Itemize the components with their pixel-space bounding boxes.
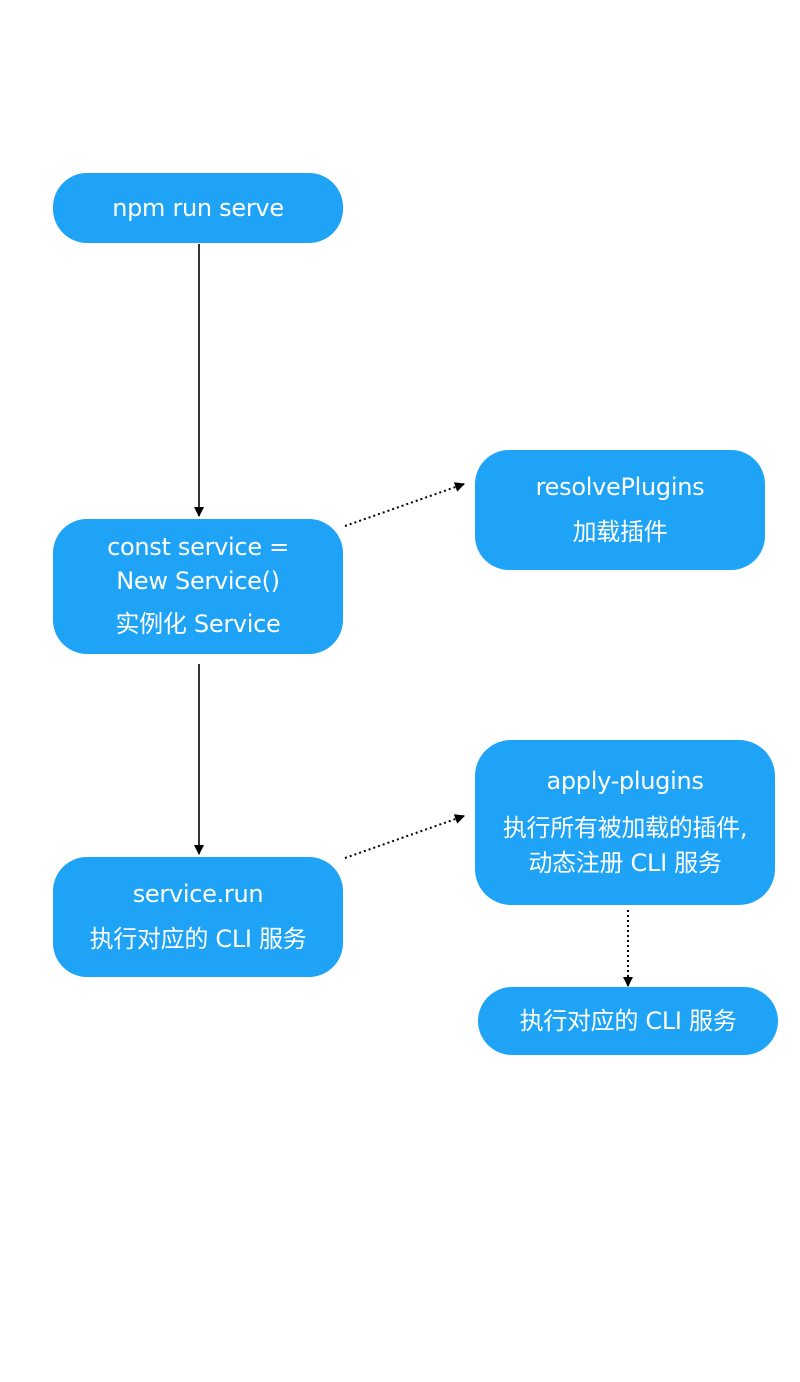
edge-run-to-apply-plugins: [344, 814, 465, 859]
node-label-desc-2: 动态注册 CLI 服务: [528, 848, 722, 877]
node-label-desc: 执行对应的 CLI 服务: [89, 925, 307, 953]
node-label-code: service.run: [132, 880, 264, 909]
node-run-cli-service: 执行对应的 CLI 服务: [478, 987, 778, 1055]
node-label-desc-1: 执行所有被加载的插件,: [502, 814, 748, 843]
node-label-code-2: New Service(): [116, 566, 280, 595]
node-label: 执行对应的 CLI 服务: [519, 1006, 737, 1035]
node-label-desc: 加载插件: [572, 518, 668, 546]
node-service-run: service.run 执行对应的 CLI 服务: [53, 857, 343, 977]
edge-service-to-resolve-plugins: [344, 482, 465, 527]
node-label-desc: 实例化 Service: [115, 610, 281, 639]
node-npm-run-serve: npm run serve: [53, 173, 343, 243]
node-resolve-plugins: resolvePlugins 加载插件: [475, 450, 765, 570]
node-apply-plugins: apply-plugins 执行所有被加载的插件, 动态注册 CLI 服务: [475, 740, 775, 905]
node-label: npm run serve: [112, 193, 284, 222]
node-label-code: apply-plugins: [546, 767, 704, 796]
node-new-service: const service = New Service() 实例化 Servic…: [53, 519, 343, 654]
node-label-code: resolvePlugins: [535, 473, 705, 502]
node-label-code-1: const service =: [107, 533, 289, 562]
